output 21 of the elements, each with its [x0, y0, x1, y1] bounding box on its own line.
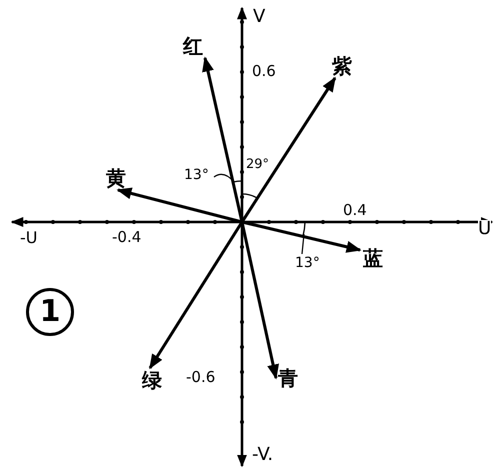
vector-arrow — [202, 56, 244, 222]
tick-label: -0.6 — [186, 370, 216, 385]
color-label: 绿 — [142, 370, 162, 390]
tick-label: 0.4 — [343, 203, 367, 218]
tick-label: -0.4 — [112, 230, 142, 245]
angle-label: 13° — [295, 256, 320, 270]
color-label: 黄 — [106, 168, 126, 188]
vector-arrow — [240, 222, 279, 380]
color-label: 紫 — [332, 56, 352, 76]
axis-label: -U — [20, 230, 38, 246]
color-label: 红 — [183, 36, 203, 56]
vector-arrow — [242, 220, 362, 253]
vector-arrow — [148, 221, 244, 370]
vector-arrow — [116, 188, 242, 224]
angle-label: 29° — [246, 158, 270, 171]
angle-label: 13° — [184, 168, 209, 182]
tick-label: 0.6 — [252, 64, 276, 79]
color-label: 蓝 — [363, 248, 383, 268]
circle-mark: 1 — [26, 288, 74, 336]
color-label: 青 — [278, 368, 298, 388]
vector-arrow — [240, 76, 336, 223]
